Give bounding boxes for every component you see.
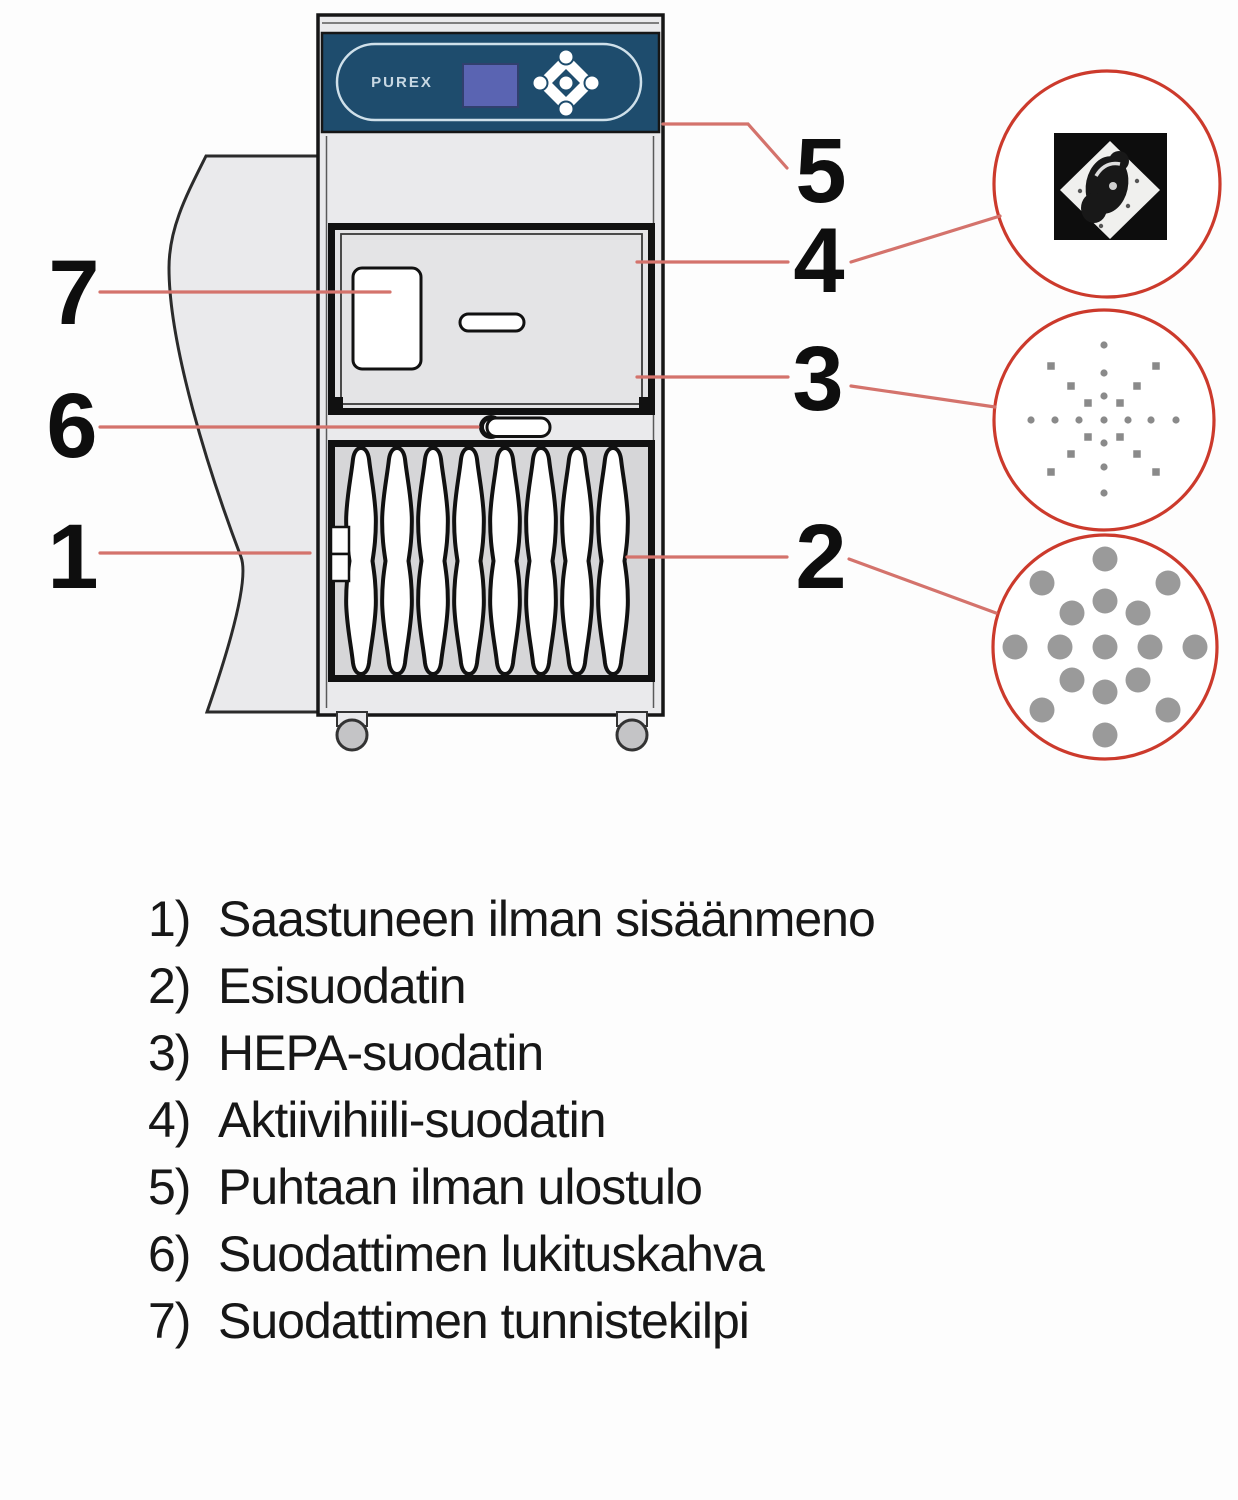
purex-logo: PUREX	[371, 74, 433, 91]
legend-item-number: 3)	[148, 1024, 191, 1081]
legend-item-text: Aktiivihiili-suodatin	[218, 1091, 606, 1148]
caster-wheel-right	[615, 711, 649, 752]
side-latch-upper	[329, 525, 351, 556]
legend-item: 5) Puhtaan ilman ulostulo	[148, 1153, 875, 1220]
callout-line-5	[661, 122, 789, 170]
callout-line-4-magnifier	[849, 214, 1002, 264]
callout-line-3-magnifier	[849, 384, 997, 409]
callout-number-4: 4	[793, 210, 844, 312]
filter-lock-handle	[479, 415, 552, 439]
callout-lines	[98, 122, 1002, 615]
legend-item: 3) HEPA-suodatin	[148, 1019, 875, 1086]
filter-id-label	[351, 266, 423, 371]
legend: 1) Saastuneen ilman sisäänmeno 2) Esisuo…	[148, 885, 876, 1354]
prefilter-dot-pattern	[1002, 546, 1208, 748]
legend-item-number: 1)	[148, 890, 191, 947]
legend-item-text: HEPA-suodatin	[218, 1024, 544, 1081]
callout-number-2: 2	[795, 506, 846, 608]
legend-item-text: Esisuodatin	[218, 957, 466, 1014]
legend-item-text: Suodattimen lukituskahva	[218, 1225, 765, 1282]
callout-number-5: 5	[795, 120, 846, 222]
door-handle	[458, 312, 526, 333]
intake-duct	[167, 154, 322, 714]
filter-door	[340, 233, 643, 405]
legend-item: 2) Esisuodatin	[148, 952, 875, 1019]
caster-wheel-left	[335, 711, 369, 752]
legend-item-number: 7)	[148, 1292, 191, 1349]
panel-bezel	[335, 42, 643, 122]
door-hinge-left	[334, 397, 343, 409]
legend-item-number: 6)	[148, 1225, 191, 1282]
legend-item: 4) Aktiivihiili-suodatin	[148, 1086, 875, 1153]
callout-number-3: 3	[792, 328, 843, 430]
callout-line-2-magnifier	[847, 557, 998, 615]
legend-item-text: Suodattimen tunnistekilpi	[218, 1292, 750, 1349]
legend-item-number: 5)	[148, 1158, 191, 1215]
callout-number-7: 7	[48, 242, 99, 344]
legend-item-text: Saastuneen ilman sisäänmeno	[218, 890, 876, 947]
carbon-sample-photo	[1054, 133, 1167, 240]
legend-item-text: Puhtaan ilman ulostulo	[218, 1158, 703, 1215]
dpad-control-icon	[531, 48, 601, 118]
control-panel	[320, 31, 661, 134]
filter-chamber	[328, 223, 655, 415]
display-screen	[462, 63, 519, 108]
callout-number-1: 1	[47, 506, 98, 608]
callout-number-6: 6	[46, 375, 97, 477]
legend-item: 1) Saastuneen ilman sisäänmeno	[148, 885, 876, 952]
legend-item-number: 2)	[148, 957, 191, 1014]
legend-item-number: 4)	[148, 1091, 191, 1148]
side-latch-lower	[329, 552, 351, 583]
door-hinge-right	[639, 397, 648, 409]
hepa-dot-pattern	[1027, 341, 1180, 497]
legend-item: 6) Suodattimen lukituskahva	[148, 1220, 875, 1287]
prefilter-chamber	[328, 440, 655, 682]
legend-item: 7) Suodattimen tunnistekilpi	[148, 1287, 875, 1354]
